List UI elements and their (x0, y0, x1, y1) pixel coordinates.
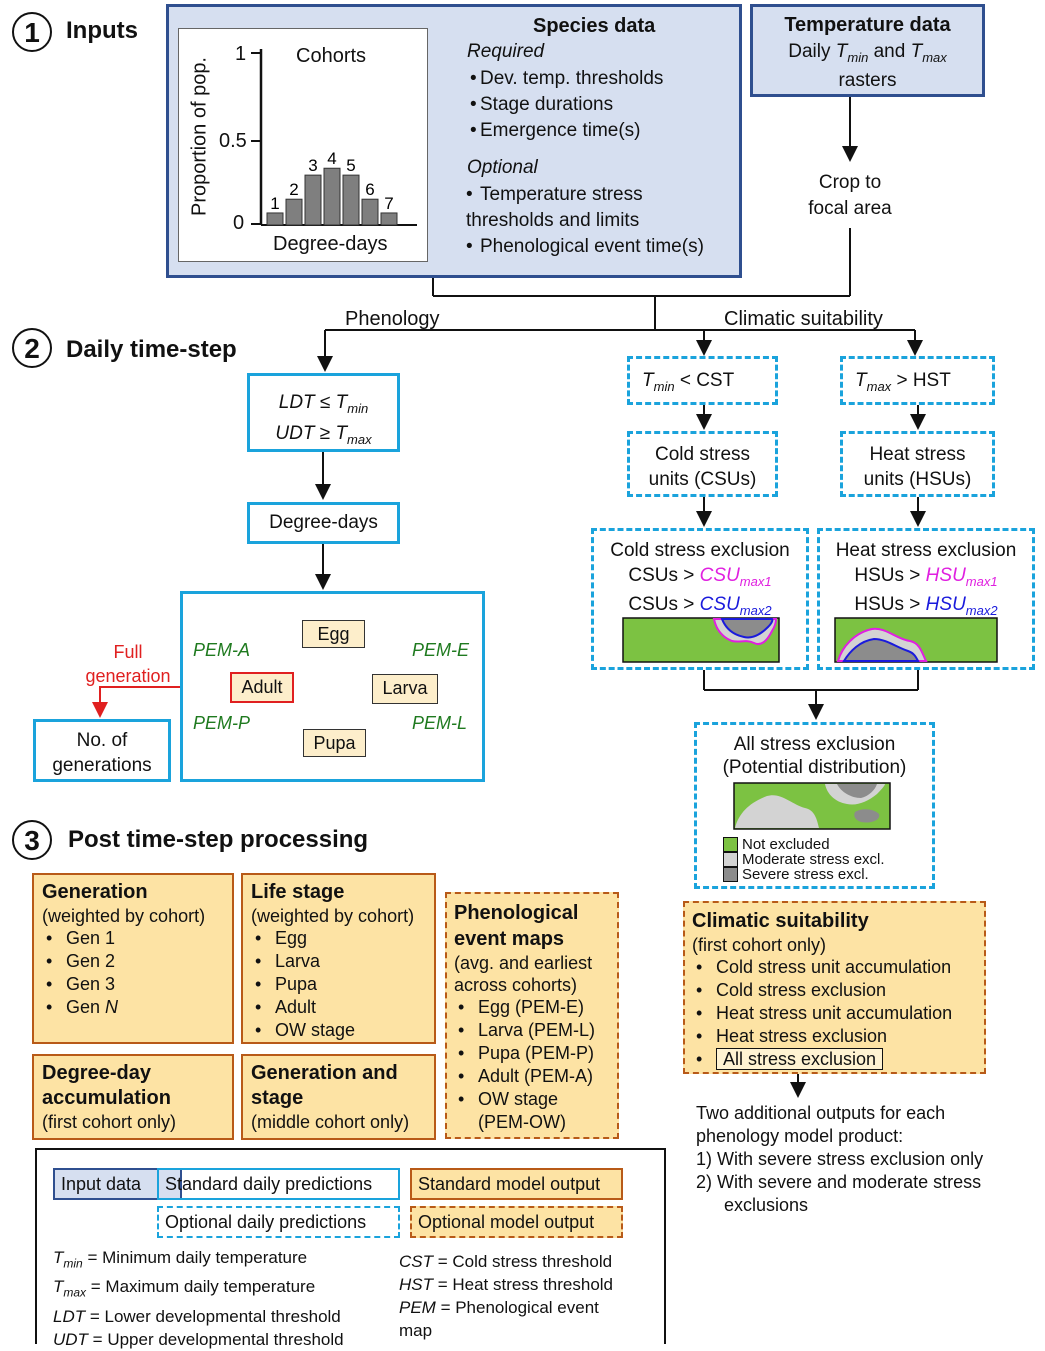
legend-input-data: Input data (53, 1168, 182, 1200)
section-2-title: Daily time-step (66, 336, 237, 363)
legend-optional-output: Optional model output (410, 1206, 623, 1238)
heat-excl-rule-2: HSUs > HSUmax2 (854, 593, 998, 618)
cohort-bar-label: 2 (289, 180, 298, 199)
cohort-bar-label: 7 (384, 194, 393, 213)
pem-maps-output-box: Phenological event maps (avg. and earlie… (445, 892, 619, 1139)
pem-e-label: PEM-E (412, 640, 470, 660)
required-item: Dev. temp. thresholds (466, 66, 736, 92)
cohort-bar (342, 174, 360, 226)
required-label: Required (467, 41, 545, 62)
cohort-bar (285, 198, 303, 226)
legend-optional-daily: Optional daily predictions (157, 1206, 400, 1238)
degree-days-box: Degree-days (247, 502, 400, 544)
all-stress-exclusion-box: All stress exclusion (Potential distribu… (694, 722, 935, 889)
legend-box: Input data Standard daily predictions St… (35, 1148, 666, 1349)
heat-excl-rule-1: HSUs > HSUmax1 (854, 565, 998, 589)
legend-definitions-right: CST = Cold stress threshold HST = Heat s… (399, 1252, 614, 1340)
cold-stress-exclusion-box: Cold stress exclusion CSUs > CSUmax1 CSU… (591, 528, 809, 670)
heat-stress-exclusion-box: Heat stress exclusion HSUs > HSUmax1 HSU… (817, 528, 1035, 670)
required-item: Stage durations (466, 92, 736, 118)
y-tick-1: 1 (235, 43, 247, 65)
cohort-bar (361, 198, 379, 226)
optional-item-cont: thresholds and limits (466, 210, 640, 231)
all-excl-subtitle: (Potential distribution) (722, 757, 907, 778)
cohort-bar-label: 5 (346, 156, 355, 175)
all-excl-legend: Not excluded Moderate stress excl. Sever… (723, 837, 885, 882)
legend-definitions-left: Tmin = Minimum daily temperature Tmax = … (53, 1248, 344, 1349)
optional-item: Temperature stress (480, 184, 643, 205)
phenology-branch-label: Phenology (345, 308, 440, 330)
severe-swatch (723, 867, 738, 882)
optional-item: Phenological event time(s) (480, 236, 704, 257)
temperature-data-line2: rasters (838, 69, 897, 91)
climatic-suitability-output-box: Climatic suitability (first cohort only)… (683, 901, 986, 1074)
degree-day-accumulation-box: Degree-day accumulation (first cohort on… (32, 1054, 234, 1140)
section-3-title: Post time-step processing (68, 826, 369, 853)
cohort-bar (266, 212, 284, 226)
pupa-stage: Pupa (303, 729, 366, 757)
section-1-title: Inputs (66, 17, 138, 44)
temperature-data-line1: Daily Tmin and Tmax (788, 41, 947, 65)
required-list: Dev. temp. thresholds Stage durations Em… (466, 66, 736, 144)
all-excl-title: All stress exclusion (733, 734, 896, 755)
cold-excl-map (622, 617, 780, 663)
legend-standard-output: Standard model output (410, 1168, 623, 1200)
larva-stage: Larva (372, 674, 438, 704)
additional-outputs-note: Two additional outputs for each phenolog… (696, 1103, 984, 1215)
section-1-number: 1 (12, 12, 52, 52)
optional-label: Optional (467, 157, 538, 178)
required-item: Emergence time(s) (466, 118, 736, 144)
cohort-bar (323, 167, 341, 226)
section-2-number: 2 (12, 328, 52, 368)
chart-title: Cohorts (296, 45, 367, 67)
cold-excl-rule-2: CSUs > CSUmax2 (628, 593, 772, 618)
optional-list: •Temperature stress thresholds and limit… (466, 182, 736, 260)
cohort-bar-label: 4 (327, 149, 336, 168)
cohort-bar-label: 1 (270, 194, 279, 213)
section-3-number: 3 (12, 820, 52, 860)
cohort-bar-label: 3 (308, 156, 317, 175)
pem-p-label: PEM-P (193, 713, 251, 733)
cold-threshold-box: Tmin < CST (627, 356, 778, 405)
cohort-bar (304, 174, 322, 226)
climatic-branch-label: Climatic suitability (724, 308, 883, 330)
legend-standard-daily: Standard daily predictions (157, 1168, 400, 1200)
heat-excl-title: Heat stress exclusion (835, 540, 1017, 561)
pem-l-label: PEM-L (412, 713, 468, 733)
all-excl-map (733, 782, 891, 830)
life-stage-output-box: Life stage (weighted by cohort) Egg Larv… (241, 873, 436, 1044)
moderate-swatch (723, 852, 738, 867)
cold-excl-title: Cold stress exclusion (610, 540, 790, 561)
heat-excl-map (834, 617, 998, 663)
cohort-bar (380, 212, 398, 226)
y-tick-0: 0 (233, 212, 245, 234)
generation-and-stage-box: Generation and stage (middle cohort only… (241, 1054, 436, 1140)
heat-threshold-box: Tmax > HST (840, 356, 995, 405)
temperature-data-title: Temperature data (784, 14, 951, 36)
chart-y-label: Proportion of pop. (188, 57, 211, 216)
threshold-condition-box: LDT ≤ Tmin UDT ≥ Tmax (247, 373, 400, 452)
generation-output-box: Generation (weighted by cohort) Gen 1 Ge… (32, 873, 234, 1044)
y-tick-0-5: 0.5 (219, 130, 247, 152)
chart-x-label: Degree-days (273, 233, 388, 255)
pem-a-label: PEM-A (193, 640, 251, 660)
not-excluded-swatch (723, 837, 738, 852)
species-data-title: Species data (533, 15, 656, 37)
temperature-data-box: Temperature data Daily Tmin and Tmax ras… (750, 4, 985, 97)
cohort-bar-label: 6 (365, 180, 374, 199)
cold-excl-rule-1: CSUs > CSUmax1 (628, 565, 772, 589)
egg-stage: Egg (302, 620, 365, 648)
adult-stage: Adult (230, 672, 294, 703)
